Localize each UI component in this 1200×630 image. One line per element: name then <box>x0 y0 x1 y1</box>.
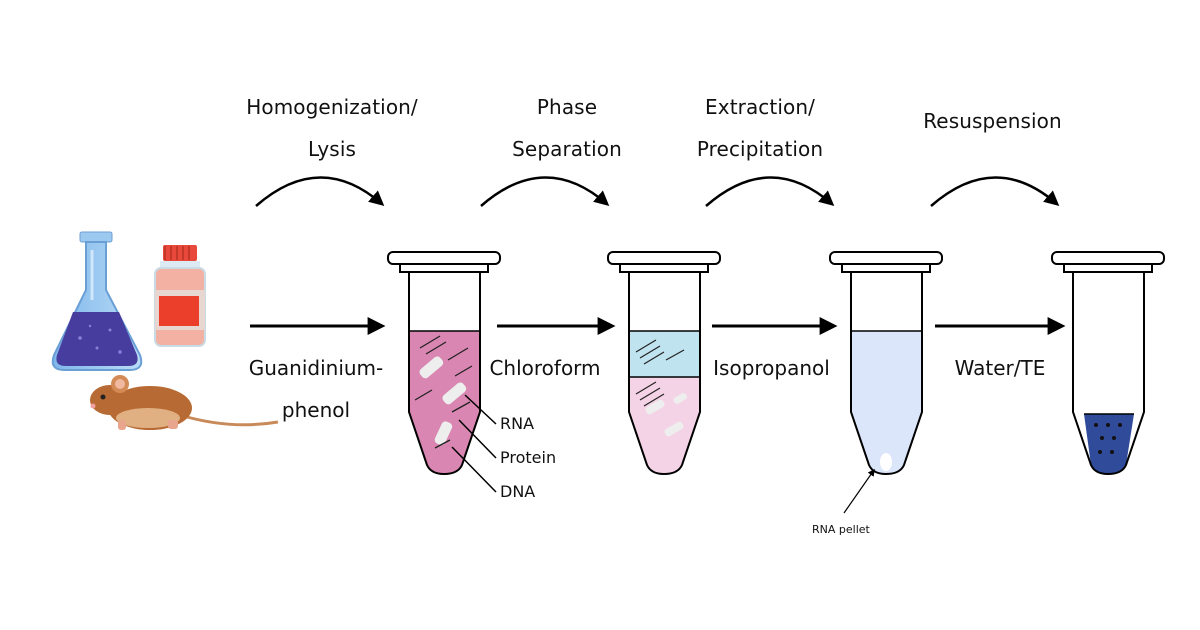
callout-rna-pellet: RNA pellet <box>812 523 870 536</box>
dna-fragment <box>434 421 453 446</box>
reagent-isopropanol: Isopropanol <box>713 356 830 380</box>
protein-fragment <box>442 382 467 405</box>
reagent-chloroform: Chloroform <box>489 356 601 380</box>
flask-icon <box>51 231 143 371</box>
callout-rna: RNA <box>500 414 535 433</box>
tube-phase-separation <box>607 251 721 476</box>
reagent-bottle-icon <box>154 245 206 347</box>
step-label-extraction: Extraction/ Precipitation <box>696 95 824 161</box>
callout-dna: DNA <box>500 482 536 501</box>
reagent-guanidinium-phenol: Guanidinium- phenol <box>248 356 384 422</box>
rna-fragment <box>419 356 444 379</box>
tube-precipitation <box>829 251 943 514</box>
tube-lysate <box>387 251 501 493</box>
tube-resuspension <box>1051 251 1165 476</box>
callout-protein: Protein <box>500 448 557 467</box>
rna-pellet <box>880 453 892 471</box>
reagent-water-te: Water/TE <box>954 356 1046 380</box>
curved-arrow-4 <box>930 176 1060 207</box>
step-label-homogenization: Homogenization/ Lysis <box>246 95 418 161</box>
mouse-icon <box>90 375 279 430</box>
step-label-phase-separation: Phase Separation <box>512 95 622 161</box>
curved-arrow-3 <box>705 176 835 207</box>
curved-arrow-1 <box>255 176 385 207</box>
step-label-resuspension: Resuspension <box>923 109 1062 133</box>
step-arrows <box>255 176 1060 207</box>
curved-arrow-2 <box>480 176 610 207</box>
